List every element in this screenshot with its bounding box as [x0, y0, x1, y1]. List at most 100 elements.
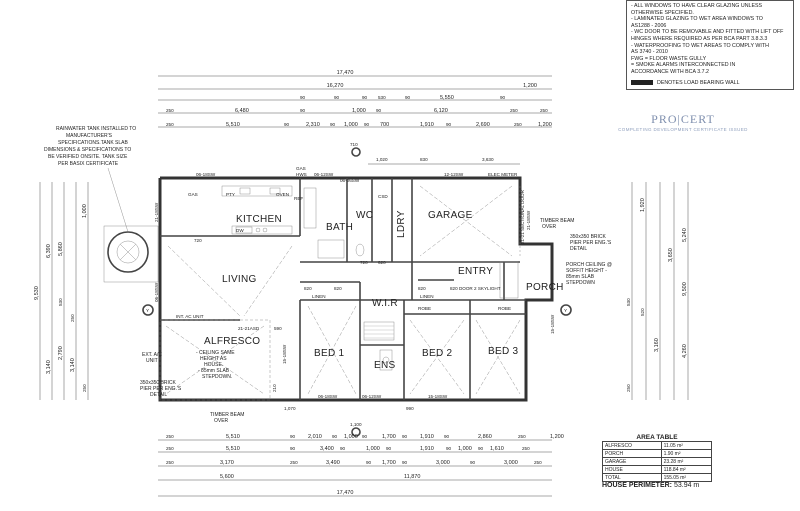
svg-text:90: 90	[500, 95, 506, 100]
svg-text:3,400: 3,400	[320, 446, 334, 452]
svg-text:15-18SW: 15-18SW	[550, 314, 555, 334]
svg-text:5,600: 5,600	[220, 474, 234, 480]
house-perimeter: HOUSE PERIMETER: 53.94 m	[602, 482, 699, 489]
svg-text:250: 250	[82, 384, 87, 392]
svg-text:1,610: 1,610	[490, 446, 504, 452]
svg-text:1,070: 1,070	[284, 406, 296, 411]
svg-text:250: 250	[534, 460, 542, 465]
svg-text:210: 210	[272, 384, 277, 392]
svg-text:2,790: 2,790	[58, 346, 64, 360]
procert-logo: PRO|CERT	[651, 112, 715, 126]
svg-text:530: 530	[626, 298, 631, 306]
svg-text:PORCH CEILING @: PORCH CEILING @	[566, 262, 612, 268]
svg-text:530: 530	[58, 298, 63, 306]
kitchen-fixtures	[221, 185, 293, 235]
svg-text:3,160: 3,160	[654, 338, 660, 352]
svg-text:STEPDOWN.: STEPDOWN.	[202, 374, 232, 380]
svg-text:250: 250	[514, 122, 522, 127]
svg-text:250: 250	[518, 434, 526, 439]
note-line: AS 3740 - 2010	[631, 49, 668, 56]
svg-text:90: 90	[332, 434, 338, 439]
svg-text:90: 90	[446, 122, 452, 127]
svg-text:SOFFIT HEIGHT -: SOFFIT HEIGHT -	[566, 268, 607, 274]
svg-text:HEIGHT AS: HEIGHT AS	[200, 356, 227, 362]
fixture-labels: GAS GAS HWS REF PTY OVEN DW CSD ELEC MET…	[176, 166, 518, 319]
svg-text:830: 830	[420, 157, 428, 162]
ceiling-diagonals	[165, 185, 521, 395]
svg-text:90: 90	[362, 434, 368, 439]
top-dimensions: 17,470 16,270 1,200 90 90 90 530 90 5,55…	[158, 70, 552, 128]
svg-text:90: 90	[402, 434, 408, 439]
svg-text:620: 620	[378, 260, 386, 265]
svg-text:3,140: 3,140	[70, 358, 76, 372]
svg-text:TIMBER BEAM: TIMBER BEAM	[540, 218, 574, 224]
svg-text:3,490: 3,490	[326, 460, 340, 466]
load-bearing-swatch	[631, 80, 653, 86]
svg-text:06-12SW: 06-12SW	[314, 172, 334, 177]
svg-text:9,500: 9,500	[682, 282, 688, 296]
svg-text:SPECIFICATIONS.TANK SLAB: SPECIFICATIONS.TANK SLAB	[58, 140, 128, 146]
room-wir: W.I.R	[372, 298, 398, 309]
svg-text:90: 90	[470, 460, 476, 465]
room-robe-2: ROBE	[498, 306, 511, 311]
svg-text:90: 90	[362, 95, 368, 100]
room-wc: WC	[356, 210, 373, 221]
svg-text:1,000: 1,000	[458, 446, 472, 452]
svg-text:INT. AC UNIT: INT. AC UNIT	[176, 314, 204, 319]
svg-text:90: 90	[290, 446, 296, 451]
svg-text:DW: DW	[236, 228, 244, 233]
svg-text:5,510: 5,510	[226, 446, 240, 452]
dim-overall-bottom: 17,470	[337, 490, 354, 496]
svg-text:2,690: 2,690	[476, 122, 490, 128]
svg-text:15-18SW: 15-18SW	[282, 344, 287, 364]
svg-text:- CEILING SAME: - CEILING SAME	[196, 350, 235, 356]
svg-text:820: 820	[418, 286, 426, 291]
svg-text:12-12SW: 12-12SW	[444, 172, 464, 177]
svg-text:3,650: 3,650	[668, 248, 674, 262]
svg-text:250: 250	[510, 108, 518, 113]
note-line: ACCORDANCE WITH BCA 3.7.2	[631, 68, 709, 75]
svg-text:TIMBER BEAM: TIMBER BEAM	[210, 412, 244, 418]
svg-text:UNIT: UNIT	[146, 358, 158, 364]
room-bath: BATH	[326, 222, 353, 233]
svg-text:06-18SW: 06-18SW	[196, 172, 216, 177]
svg-text:250: 250	[166, 434, 174, 439]
svg-text:90: 90	[334, 95, 340, 100]
note-line: - WATERPROOFING TO WET AREAS TO COMPLY W…	[631, 42, 769, 49]
svg-text:Y: Y	[146, 308, 149, 313]
svg-text:90: 90	[478, 446, 484, 451]
svg-text:4,260: 4,260	[682, 344, 688, 358]
svg-text:PTY: PTY	[226, 192, 235, 197]
svg-text:2,010: 2,010	[308, 434, 322, 440]
note-line: HINGES WHERE REQUIRED AS PER BCA PART 3.…	[631, 35, 768, 42]
svg-text:720: 720	[360, 260, 368, 265]
svg-text:820: 820	[304, 286, 312, 291]
svg-text:3,630: 3,630	[482, 157, 494, 162]
window-codes: 06-18SW 06-12SW 06-06SW 12-12SW 21-18SW …	[154, 172, 555, 399]
svg-text:90: 90	[402, 460, 408, 465]
svg-text:90: 90	[366, 460, 372, 465]
rainwater-tank	[103, 167, 159, 283]
room-ldry: LDRY	[396, 210, 407, 238]
note-line: - ALL WINDOWS TO HAVE CLEAR GLAZING UNLE…	[631, 3, 763, 9]
svg-text:5,860: 5,860	[58, 242, 64, 256]
svg-text:90: 90	[444, 434, 450, 439]
svg-text:CSD: CSD	[378, 194, 388, 199]
note-line: AS1288 - 2006	[631, 22, 667, 29]
svg-text:- 85mm SLAB: - 85mm SLAB	[198, 368, 230, 374]
svg-text:90: 90	[386, 446, 392, 451]
svg-text:1,200: 1,200	[550, 434, 564, 440]
svg-text:21-18SW: 21-18SW	[154, 202, 159, 222]
svg-text:9,530: 9,530	[34, 286, 40, 300]
note-line: OTHERWISE SPECIFIED.	[631, 9, 694, 16]
svg-text:90: 90	[364, 122, 370, 127]
room-garage: GARAGE	[428, 210, 473, 221]
svg-text:EXT. A/C: EXT. A/C	[142, 352, 162, 358]
svg-text:DETAIL: DETAIL	[570, 246, 587, 252]
svg-text:250: 250	[166, 446, 174, 451]
svg-text:710: 710	[350, 142, 358, 147]
room-ens: ENS	[374, 360, 395, 371]
